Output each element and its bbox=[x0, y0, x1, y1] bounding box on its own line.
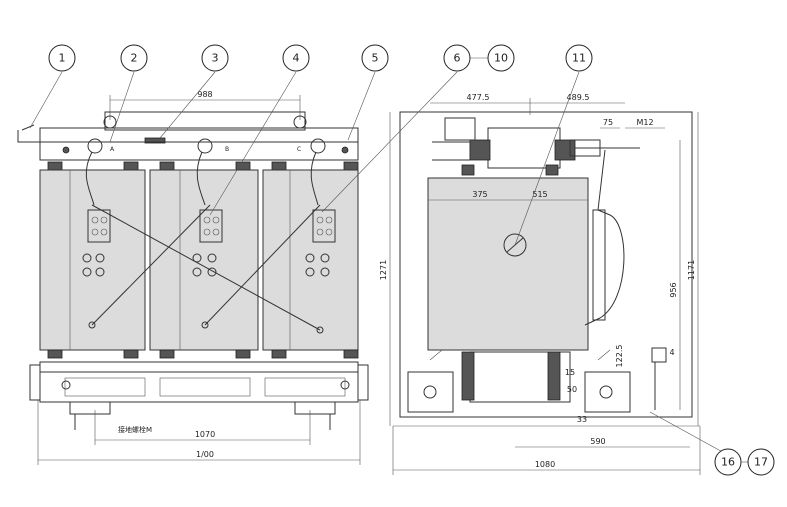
dim-side-956: 956 bbox=[669, 282, 678, 297]
dim-side-right-half: 489.5 bbox=[567, 93, 590, 102]
balloon-3-label: 3 bbox=[212, 52, 219, 65]
balloon-10: 10 bbox=[470, 44, 515, 72]
dim-side-515: 515 bbox=[532, 190, 547, 199]
phase-a-label: A bbox=[110, 146, 115, 153]
dim-side-33: 33 bbox=[577, 415, 587, 424]
side-view: 477.5 489.5 75 M12 375 515 15 50 bbox=[379, 93, 701, 475]
phase-c-label: C bbox=[297, 146, 301, 153]
balloon-2-label: 2 bbox=[131, 52, 138, 65]
dim-front-phase: 1070 bbox=[195, 430, 215, 439]
dim-side-375: 375 bbox=[472, 190, 487, 199]
dim-side-15: 15 bbox=[565, 368, 575, 377]
dim-side-1080: 1080 bbox=[535, 460, 555, 469]
balloon-10-label: 10 bbox=[494, 52, 508, 65]
balloon-3: 3 bbox=[201, 44, 229, 72]
balloon-2: 2 bbox=[120, 44, 148, 72]
balloon-1: 1 bbox=[48, 44, 76, 72]
dim-side-m12: M12 bbox=[636, 118, 653, 127]
balloon-4-label: 4 bbox=[293, 52, 300, 65]
dim-side-122: 122.5 bbox=[615, 345, 624, 368]
balloon-6: 6 bbox=[443, 44, 471, 72]
dim-front-top: 988 bbox=[197, 90, 212, 99]
balloon-16: 16 bbox=[714, 448, 742, 476]
front-view: 988 A B C bbox=[17, 90, 369, 465]
balloon-17: 17 bbox=[741, 448, 775, 476]
balloon-5-label: 5 bbox=[372, 52, 379, 65]
balloon-11: 11 bbox=[565, 44, 593, 72]
balloon-4: 4 bbox=[282, 44, 310, 72]
dim-side-1171: 1171 bbox=[687, 260, 696, 280]
tap-panel-a bbox=[87, 209, 111, 243]
balloon-11-label: 11 bbox=[572, 52, 586, 65]
dim-side-75: 75 bbox=[603, 118, 613, 127]
dim-side-left-half: 477.5 bbox=[467, 93, 490, 102]
dim-side-50: 50 bbox=[567, 385, 577, 394]
balloon-16-label: 16 bbox=[721, 456, 735, 469]
balloon-6-label: 6 bbox=[454, 52, 461, 65]
phase-b-label: B bbox=[225, 146, 229, 153]
ground-note: 接地螺栓M bbox=[118, 425, 152, 434]
balloon-5: 5 bbox=[361, 44, 389, 72]
tap-panel-b bbox=[199, 209, 223, 243]
dim-side-4: 4 bbox=[669, 348, 674, 357]
dim-side-590: 590 bbox=[590, 437, 605, 446]
leader-lines bbox=[29, 71, 729, 456]
dim-front-total: 1/00 bbox=[196, 450, 214, 459]
dim-side-1271: 1271 bbox=[379, 260, 388, 280]
balloon-1-label: 1 bbox=[59, 52, 66, 65]
balloon-17-label: 17 bbox=[754, 456, 768, 469]
